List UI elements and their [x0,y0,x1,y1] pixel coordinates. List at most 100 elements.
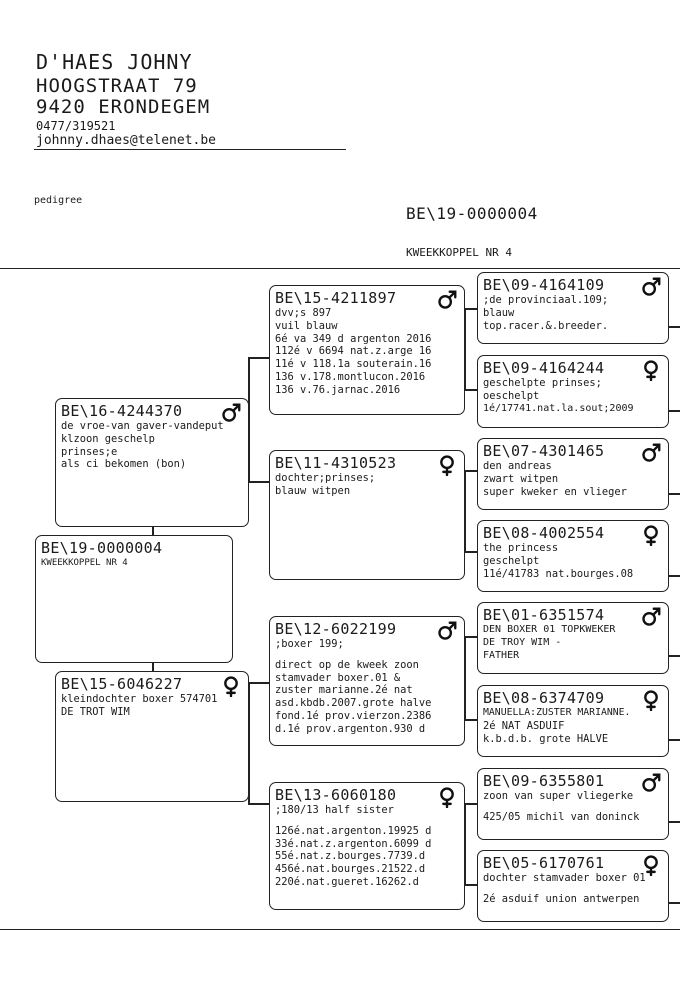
card-line: DE TROY WIM - [483,636,562,648]
pigeon-card-dam-dam: BE\13-6060180 ;180/13 half sister 126é.n… [269,782,465,910]
pedigree-label: pedigree [34,195,83,206]
line-gap [483,803,664,811]
pigeon-card-ds-sire: BE\01-6351574 DEN BOXER 01 TOPKWEKER DE … [477,602,669,674]
male-symbol-icon [640,276,662,298]
connector [668,655,680,657]
card-line: klzoon geschelp [61,432,155,445]
male-symbol-icon [220,402,242,424]
connector [668,493,680,495]
card-line: blauw [483,306,515,319]
pigeon-card-sire-sire: BE\15-4211897 dvv;s 897 vuil blauw 6é va… [269,285,465,415]
card-line: DEN BOXER 01 TOPKWEKER [483,624,616,635]
connector [464,803,478,805]
card-line: 2é NAT ASDUIF [483,719,565,732]
connector [248,682,270,684]
card-line: blauw witpen [275,484,351,497]
ring-number: BE\15-4211897 [275,289,397,307]
card-line: geschelpt [483,554,540,567]
card-line: the princess [483,542,559,554]
female-symbol-icon [436,454,458,476]
subject-name: KWEEKKOPPEL NR 4 [406,246,512,259]
connector [152,662,154,672]
card-line: FATHER [483,649,520,661]
ring-number: BE\07-4301465 [483,442,605,460]
card-line: 11é v 118.1a souterain.16 [275,358,432,371]
card-line: zuster marianne.2é nat [275,684,413,697]
card-line: 112é v 6694 nat.z.arge 16 [275,345,432,358]
connector [248,803,270,805]
card-line: fond.1é prov.vierzon.2386 [275,709,432,722]
card-line: 2é asduif union antwerpen [483,892,640,905]
connector [668,739,680,741]
pigeon-card-sd-sire: BE\07-4301465 den andreas zwart witpen s… [477,438,669,510]
card-line: de vroe-van gaver-vandeput [61,420,224,432]
pigeon-card-ss-dam: BE\09-4164244 geschelpte prinses; oesche… [477,355,669,428]
card-line: k.b.d.b. grote HALVE [483,732,609,745]
ring-number: BE\11-4310523 [275,454,397,472]
pigeon-card-subject: BE\19-0000004 KWEEKKOPPEL NR 4 [35,535,233,663]
pigeon-card-dd-dam: BE\05-6170761 dochter stamvader boxer 01… [477,850,669,922]
ring-number: BE\01-6351574 [483,606,605,624]
card-line: 425/05 michil van doninck [483,810,640,823]
card-line: 136 v.76.jarnac.2016 [275,383,401,396]
card-line: prinses;e [61,445,118,458]
pigeon-card-sire-dam: BE\11-4310523 dochter;prinses; blauw wit… [269,450,465,580]
connector [668,575,680,577]
card-line: KWEEKKOPPEL NR 4 [41,558,128,568]
ring-number: BE\09-4164109 [483,276,605,294]
connector [464,470,478,472]
header-underline [34,149,346,150]
male-symbol-icon [436,620,458,642]
male-symbol-icon [436,289,458,311]
ring-number: BE\12-6022199 [275,620,397,638]
card-line: ;de provinciaal.109; [483,294,609,306]
card-line: dvv;s 897 [275,307,332,319]
connector [464,389,478,391]
ring-number: BE\19-0000004 [41,539,163,557]
breeder-city: 9420 ERONDEGEM [36,96,211,118]
card-line: 456é.nat.bourges.21522.d [275,863,426,876]
connector [464,636,478,638]
card-line: 11é/41783 nat.bourges.08 [483,567,634,580]
card-line: MANUELLA:ZUSTER MARIANNE. [483,707,631,718]
breeder-name: D'HAES JOHNY [36,50,193,74]
card-line: 6é va 349 d argenton 2016 [275,332,432,345]
card-line: 126é.nat.argenton.19925 d [275,824,432,837]
card-line: stamvader boxer.01 & [275,671,401,684]
connector [668,410,680,412]
card-line: zoon van super vliegerke [483,790,634,802]
male-symbol-icon [640,442,662,464]
card-line: asd.kbdb.2007.grote halve [275,697,432,710]
breeder-email: johnny.dhaes@telenet.be [36,133,217,148]
female-symbol-icon [640,689,662,711]
card-line: 220é.nat.gueret.16262.d [275,875,419,888]
card-line: direct op de kweek zoon [275,658,419,671]
ring-number: BE\05-6170761 [483,854,605,872]
ring-number: BE\16-4244370 [61,402,183,420]
card-line: top.racer.&.breeder. [483,319,609,332]
connector [152,526,154,536]
breeder-street: HOOGSTRAAT 79 [36,75,198,97]
ring-number: BE\13-6060180 [275,786,397,804]
ring-number: BE\09-6355801 [483,772,605,790]
female-symbol-icon [640,359,662,381]
card-line: ;180/13 half sister [275,804,394,816]
card-line: als ci bekomen (bon) [61,458,187,471]
card-line: dochter stamvader boxer 01 [483,872,646,884]
card-line: den andreas [483,460,552,472]
card-line: 33é.nat.z.argenton.6099 d [275,837,432,850]
pigeon-card-ds-dam: BE\08-6374709 MANUELLA:ZUSTER MARIANNE. … [477,685,669,757]
connector [464,884,478,886]
pigeon-card-dd-sire: BE\09-6355801 zoon van super vliegerke 4… [477,768,669,840]
card-line: DE TROT WIM [61,705,130,718]
connector [668,902,680,904]
card-line: 136 v.178.montlucon.2016 [275,370,426,383]
card-line: ;boxer 199; [275,638,344,650]
connector [668,326,680,328]
connector [668,821,680,823]
male-symbol-icon [640,606,662,628]
connector [464,308,478,310]
card-line: 1é/17741.nat.la.sout;2009 [483,402,634,414]
card-line: super kweker en vlieger [483,485,627,498]
female-symbol-icon [436,786,458,808]
